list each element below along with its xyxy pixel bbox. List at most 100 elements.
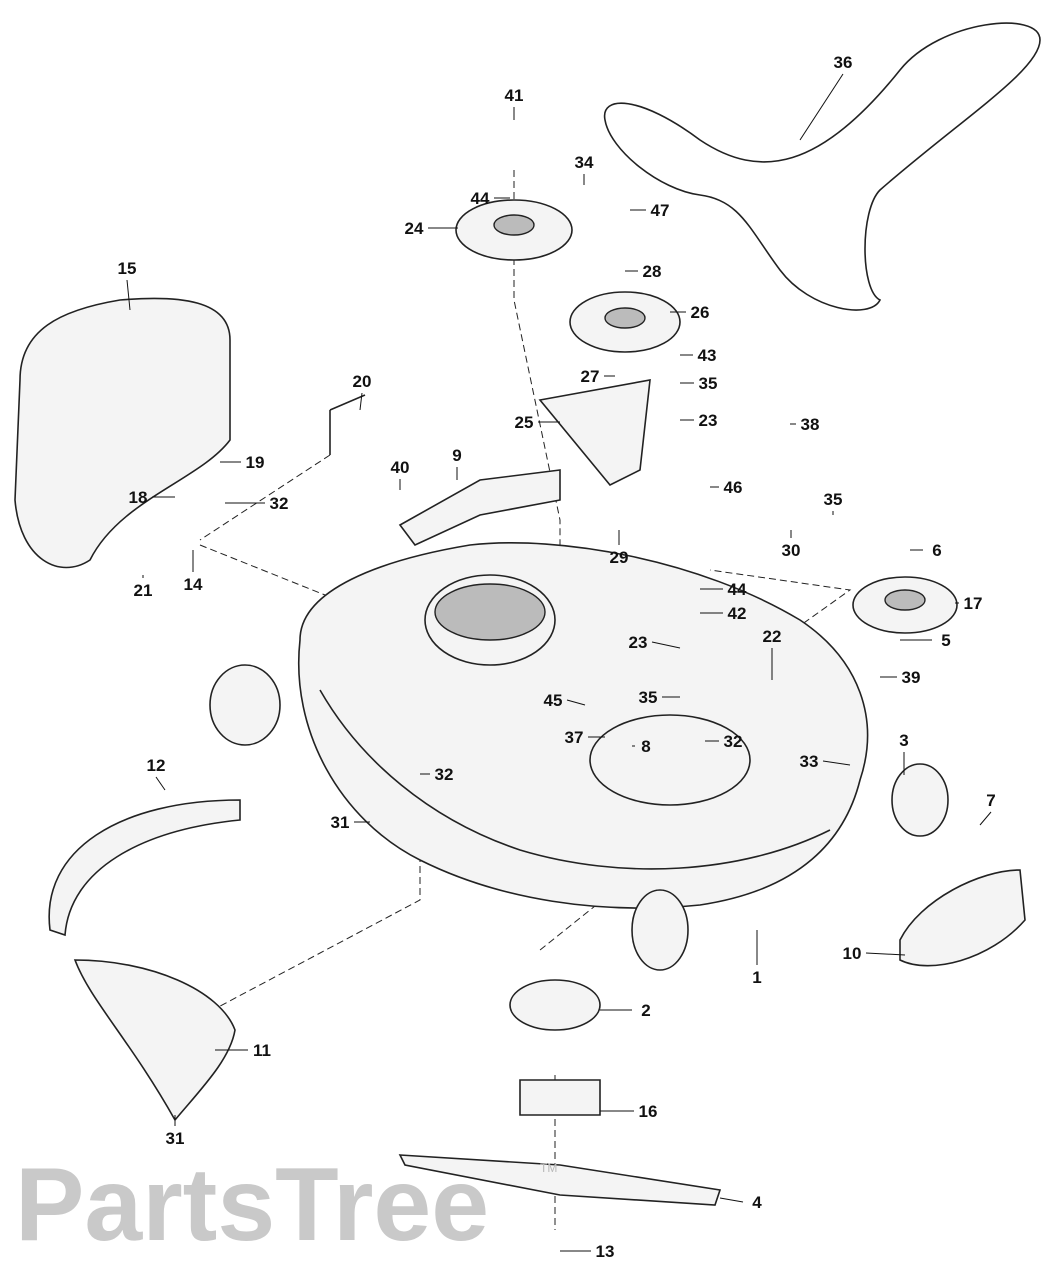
part-number-label: 41 xyxy=(505,86,524,105)
leader-line xyxy=(822,760,851,766)
part-number-label: 5 xyxy=(941,631,950,650)
pulleys xyxy=(455,199,958,1031)
covers-and-parts xyxy=(14,297,1026,1206)
callout-36: 36 xyxy=(799,53,853,141)
part-number-label: 20 xyxy=(353,372,372,391)
callout-10: 10 xyxy=(843,944,906,963)
callout-35: 35 xyxy=(680,374,717,393)
part-number-label: 9 xyxy=(452,446,461,465)
callout-3: 3 xyxy=(899,731,909,775)
part-number-label: 6 xyxy=(932,541,941,560)
part-number-label: 10 xyxy=(843,944,862,963)
callout-19: 19 xyxy=(220,453,264,472)
part-number-label: 42 xyxy=(728,604,747,623)
watermark-trademark: TM xyxy=(540,1161,557,1175)
callout-16: 16 xyxy=(600,1102,657,1121)
leader-line xyxy=(979,811,992,826)
part-number-label: 29 xyxy=(610,548,629,567)
leader-line xyxy=(651,641,681,649)
part-number-label: 36 xyxy=(834,53,853,72)
callout-12: 12 xyxy=(147,756,166,791)
part-number-label: 21 xyxy=(134,581,153,600)
part-number-label: 45 xyxy=(544,691,563,710)
part-number-label: 23 xyxy=(629,633,648,652)
part-number-label: 4 xyxy=(752,1193,762,1212)
leader-line xyxy=(126,279,131,311)
callout-32: 32 xyxy=(705,732,742,751)
callout-9: 9 xyxy=(452,446,462,480)
callout-34: 34 xyxy=(575,153,594,185)
callout-5: 5 xyxy=(900,631,951,650)
part-number-label: 25 xyxy=(515,413,534,432)
callout-6: 6 xyxy=(910,541,942,560)
callout-13: 13 xyxy=(560,1242,614,1261)
callout-38: 38 xyxy=(790,415,819,434)
part-number-label: 31 xyxy=(331,813,350,832)
part-number-label: 18 xyxy=(129,488,148,507)
watermark: PartsTree xyxy=(15,1147,489,1263)
part-number-label: 3 xyxy=(899,731,908,750)
part-number-label: 46 xyxy=(724,478,743,497)
callout-2: 2 xyxy=(600,1001,651,1020)
callout-24: 24 xyxy=(405,219,458,238)
part-number-label: 30 xyxy=(782,541,801,560)
part-number-label: 16 xyxy=(639,1102,658,1121)
part-number-label: 22 xyxy=(763,627,782,646)
part-number-label: 34 xyxy=(575,153,594,172)
callout-41: 41 xyxy=(505,86,524,120)
callout-31: 31 xyxy=(331,813,370,832)
part-number-label: 44 xyxy=(728,580,747,599)
callout-14: 14 xyxy=(184,550,203,594)
callout-45: 45 xyxy=(544,691,586,710)
leader-line xyxy=(566,699,586,706)
part-number-label: 1 xyxy=(752,968,761,987)
part-number-label: 32 xyxy=(724,732,743,751)
part-number-label: 24 xyxy=(405,219,424,238)
callout-23: 23 xyxy=(629,633,681,652)
callout-40: 40 xyxy=(391,458,410,490)
callout-37: 37 xyxy=(565,728,605,747)
part-number-label: 19 xyxy=(246,453,265,472)
callout-33: 33 xyxy=(800,752,851,771)
part-number-label: 35 xyxy=(824,490,843,509)
part-number-label: 47 xyxy=(651,201,670,220)
part-number-label: 31 xyxy=(166,1129,185,1148)
part-number-label: 8 xyxy=(641,737,650,756)
part-number-label: 11 xyxy=(253,1041,271,1060)
callout-46: 46 xyxy=(710,478,742,497)
part-number-label: 35 xyxy=(699,374,718,393)
callout-44: 44 xyxy=(700,580,747,599)
leader-line xyxy=(799,73,844,141)
callout-21: 21 xyxy=(134,575,153,600)
callout-27: 27 xyxy=(581,367,615,386)
callout-44: 44 xyxy=(471,189,510,208)
callout-23: 23 xyxy=(680,411,717,430)
part-number-label: 23 xyxy=(699,411,718,430)
part-number-label: 2 xyxy=(641,1001,650,1020)
part-number-label: 27 xyxy=(581,367,600,386)
part-number-label: 37 xyxy=(565,728,584,747)
callout-31: 31 xyxy=(166,1115,185,1148)
part-number-label: 33 xyxy=(800,752,819,771)
callout-11: 11 xyxy=(215,1041,271,1060)
part-number-label: 35 xyxy=(639,688,658,707)
callout-43: 43 xyxy=(680,346,716,365)
deck xyxy=(209,542,949,971)
part-number-label: 28 xyxy=(643,262,662,281)
callout-4: 4 xyxy=(719,1193,762,1212)
part-number-label: 43 xyxy=(698,346,717,365)
part-number-label: 32 xyxy=(270,494,289,513)
part-number-label: 40 xyxy=(391,458,410,477)
callout-25: 25 xyxy=(515,413,560,432)
callout-32: 32 xyxy=(225,494,288,513)
leader-line xyxy=(719,1197,744,1203)
callout-7: 7 xyxy=(979,791,996,826)
leader-line xyxy=(155,776,166,791)
callout-15: 15 xyxy=(118,259,136,311)
callout-32: 32 xyxy=(420,765,453,784)
part-number-label: 13 xyxy=(596,1242,615,1261)
callout-26: 26 xyxy=(670,303,709,322)
